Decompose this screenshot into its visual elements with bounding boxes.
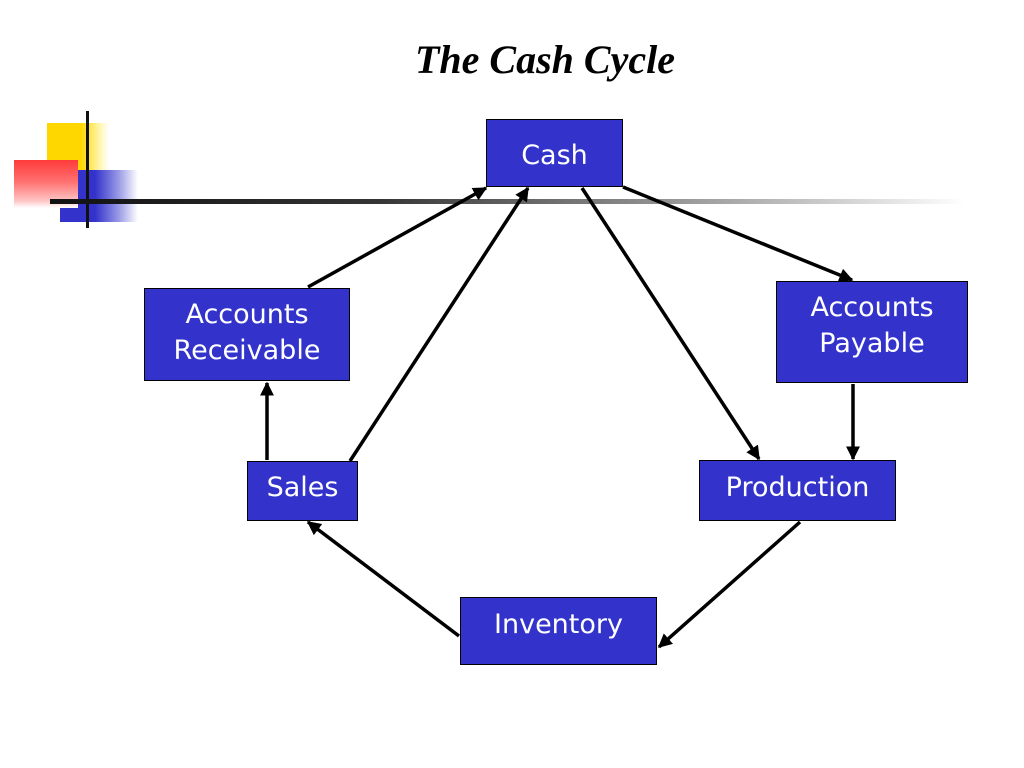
node-cash: Cash: [486, 119, 623, 187]
arrow-inventory-to-sales: [306, 520, 461, 638]
node-accounts-receivable: Accounts Receivable: [144, 288, 350, 381]
decorative-vertical-line: [86, 111, 89, 228]
node-production: Production: [699, 460, 896, 521]
arrow-cash-to-production: [580, 187, 761, 461]
arrow-receivable-to-cash: [307, 186, 488, 289]
slide-title: The Cash Cycle: [415, 37, 675, 82]
arrow-production-to-inventory: [657, 520, 802, 649]
node-accounts-payable: Accounts Payable: [776, 281, 968, 383]
node-inventory: Inventory: [460, 597, 657, 665]
arrow-cash-to-payable: [622, 185, 854, 282]
decorative-horizontal-line: [50, 199, 965, 204]
arrow-sales-to-cash: [348, 186, 530, 462]
node-sales: Sales: [247, 461, 358, 521]
